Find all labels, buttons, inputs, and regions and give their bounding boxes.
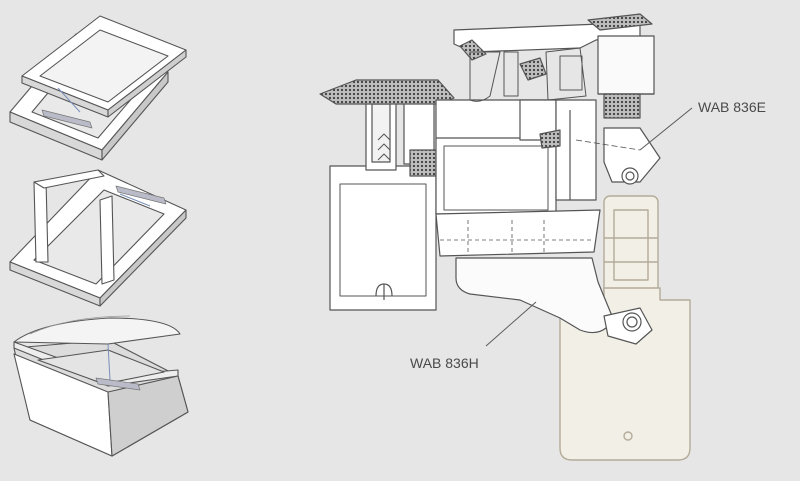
leader-line-836h [485, 301, 537, 347]
label-wab-836e: WAB 836E [698, 99, 766, 115]
thumb1-bracket [41, 109, 93, 129]
rooflight-thumbnail-3 [13, 315, 189, 457]
thumb1-frame-side [101, 71, 169, 161]
window-thumbnail-2 [9, 169, 187, 307]
thumb3-dome [13, 317, 181, 345]
profile-cross-section [319, 13, 661, 311]
thumb2-sash-right [99, 195, 115, 285]
glass-gasket [603, 93, 641, 119]
bracket-wab-836e [603, 127, 661, 183]
label-wab-836h: WAB 836H [410, 355, 479, 371]
gasket-strip-mid [409, 149, 437, 177]
actuator-chain-housing [603, 195, 659, 297]
thumb2-sash-left [33, 179, 49, 263]
window-thumbnail-1 [9, 15, 187, 161]
leader-line-836e [639, 107, 693, 151]
outer-frame-profile [329, 165, 437, 311]
gasket-strip-top [319, 79, 455, 105]
thumb3-bracket [95, 377, 141, 391]
bracket-wab-836h [455, 257, 653, 345]
lower-cladding [435, 209, 601, 257]
thumb2-bracket [115, 185, 167, 205]
glass-pane [597, 35, 655, 95]
